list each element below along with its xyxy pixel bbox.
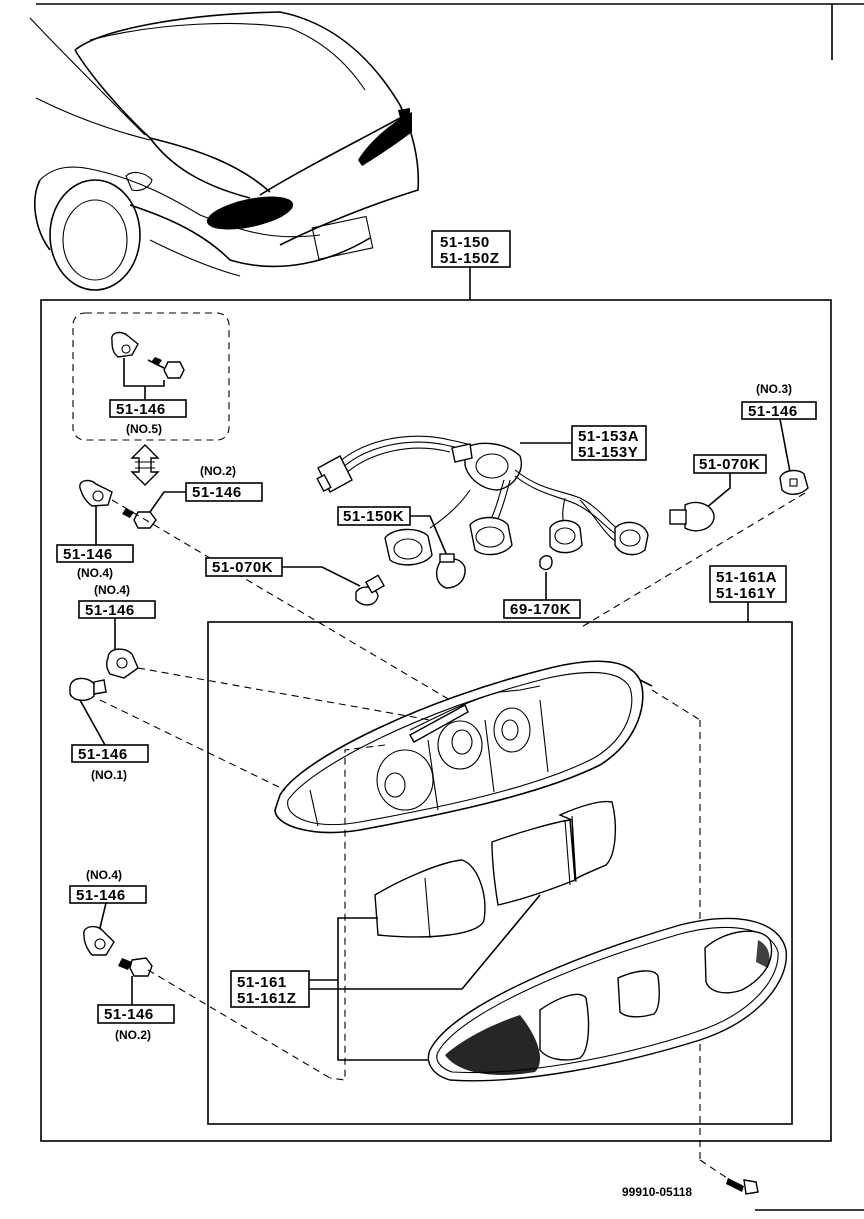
fastener-no4-b: (NO.4) 51-146 (78, 583, 431, 721)
fastener-no3: (NO.3) 51-146 (579, 382, 817, 629)
fastener-label-no4-c: 51-146 (76, 887, 126, 904)
fastener-note-no2-bottom: (NO.2) (115, 1028, 151, 1042)
fastener-note-no4-b: (NO.4) (94, 583, 130, 597)
harness-label-2: 51-153Y (578, 444, 638, 461)
assembly-label-1: 51-150 (440, 234, 490, 251)
fastener-label-no2-top: 51-146 (192, 484, 242, 501)
small-bulb: 69-170K (503, 555, 581, 619)
fastener-label-no2-bottom: 51-146 (104, 1006, 154, 1023)
harness-label-1: 51-153A (578, 428, 639, 445)
fastener-no2-bottom: 51-146 (NO.2) (97, 957, 331, 1079)
fastener-label-no4-b: 51-146 (85, 602, 135, 619)
fastener-no2-top: (NO.2) 51-146 (122, 464, 263, 529)
fastener-note-no1: (NO.1) (91, 768, 127, 782)
lamp-frame (207, 621, 793, 1125)
fastener-note-no5: (NO.5) (126, 422, 162, 436)
housing-label-2: 51-161Y (716, 585, 776, 602)
fastener-note-no2-top: (NO.2) (200, 464, 236, 478)
fastener-label-no5: 51-146 (116, 401, 166, 418)
lens-pieces: 51-161 51-161Z (230, 800, 787, 1082)
screw-label: 99910-05118 (622, 1185, 692, 1199)
bulb-right-label: 51-070K (699, 456, 760, 473)
double-arrow-icon (130, 444, 160, 486)
fastener-no1: 51-146 (NO.1) (69, 677, 286, 791)
socket-callout: 51-150K (337, 506, 466, 589)
housing-callout: 51-161A 51-161Y (709, 565, 787, 622)
assembly-frame (40, 299, 832, 1142)
lens-label-2: 51-161Z (237, 990, 296, 1007)
bulb-left: 51-070K (205, 557, 386, 606)
screw-icon: 99910-05118 (622, 1159, 759, 1199)
car-rear-view (29, 11, 420, 291)
socket-label: 51-150K (343, 508, 404, 525)
wiring-harness: 51-153A 51-153Y (316, 425, 649, 566)
lens-label-1: 51-161 (237, 974, 287, 991)
fastener-label-no1: 51-146 (78, 746, 128, 763)
fastener-label-no3: 51-146 (748, 403, 798, 420)
fastener-note-no4-a: (NO.4) (77, 566, 113, 580)
fastener-no4-a: 51-146 (NO.4) (56, 479, 451, 701)
lamp-housing (274, 660, 701, 1160)
fastener-label-no4-a: 51-146 (63, 546, 113, 563)
fastener-note-no3: (NO.3) (756, 382, 792, 396)
bulb-right: 51-070K (669, 454, 767, 532)
housing-label-1: 51-161A (716, 569, 777, 586)
assembly-callout: 51-150 51-150Z (431, 230, 511, 300)
bulb-left-label: 51-070K (212, 559, 273, 576)
small-bulb-label: 69-170K (510, 601, 571, 618)
fastener-group-no5: 51-146 (NO.5) (72, 312, 230, 441)
fastener-no4-c: (NO.4) 51-146 (69, 868, 147, 956)
assembly-label-2: 51-150Z (440, 250, 499, 267)
fastener-note-no4-c: (NO.4) (86, 868, 122, 882)
